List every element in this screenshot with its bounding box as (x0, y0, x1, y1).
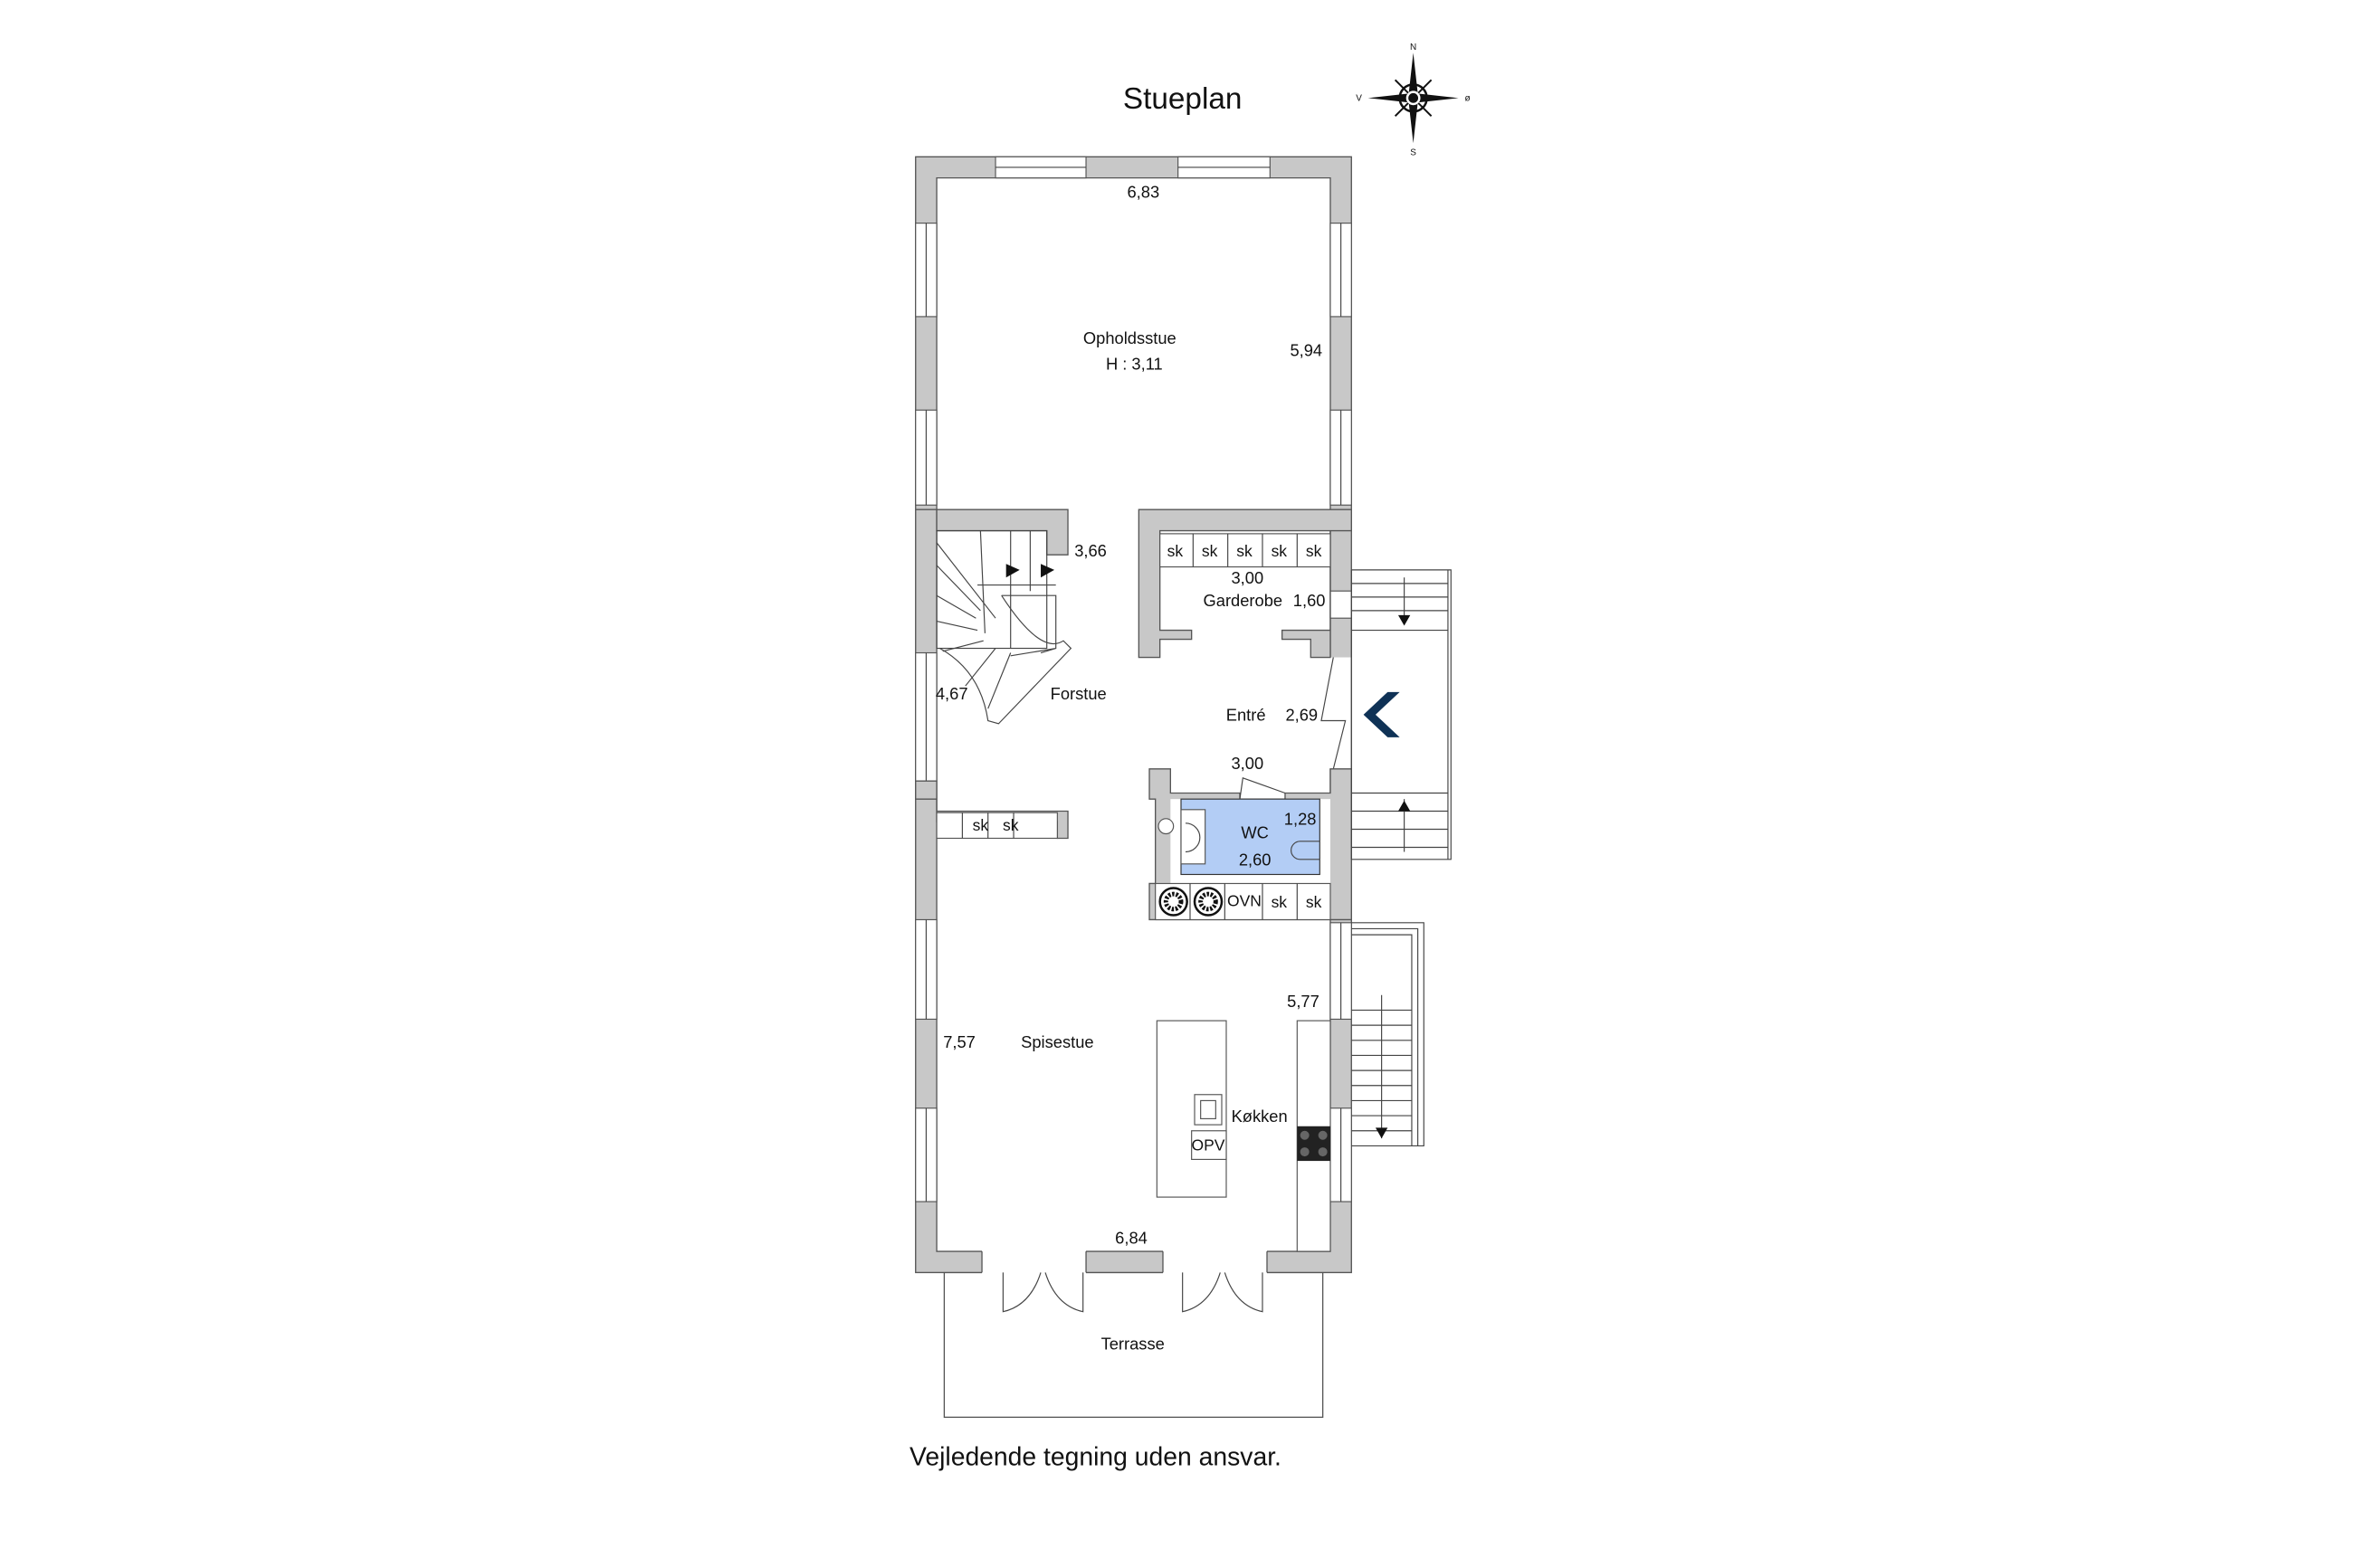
kitchen-counter (1296, 1020, 1331, 1252)
svg-text:Spisestue: Spisestue (1021, 1032, 1093, 1051)
entrance-arrow-icon (1363, 691, 1400, 737)
entrance-stairs (1350, 569, 1452, 860)
compass-v: V (1356, 94, 1362, 104)
plan-title: Stueplan (1123, 82, 1243, 116)
svg-text:3,66: 3,66 (1074, 541, 1107, 560)
ophold-height: H : 3,11 (1106, 354, 1163, 373)
wc-room (1157, 777, 1330, 884)
forstue-cabinets: sk sk (936, 812, 1058, 840)
ophold-name: Opholdsstue (1083, 328, 1176, 347)
terrace-doors[interactable] (981, 1250, 1268, 1313)
svg-text:Entré: Entré (1226, 706, 1266, 725)
svg-text:OPV: OPV (1192, 1136, 1225, 1154)
room-labels: 6,83 Opholdsstue H : 3,11 5,94 3,66 4,67… (936, 182, 1326, 1353)
compass-rose-icon: N S V ø (1356, 43, 1470, 158)
disclaimer: Vejledende tegning uden ansvar. (910, 1443, 1281, 1472)
svg-text:sk: sk (1306, 542, 1322, 560)
kitchen-counter-row: OVN sk sk (1155, 882, 1331, 921)
compass-o: ø (1465, 94, 1471, 104)
svg-text:4,67: 4,67 (936, 684, 968, 703)
fan-icon (1193, 887, 1224, 917)
svg-text:sk: sk (973, 816, 989, 834)
svg-text:5,77: 5,77 (1287, 992, 1319, 1011)
svg-text:sk: sk (1003, 816, 1019, 834)
garderobe-cabinets: sk sk sk sk sk (1159, 533, 1331, 568)
compass-s: S (1410, 148, 1416, 158)
svg-text:7,57: 7,57 (943, 1032, 976, 1051)
windows (915, 156, 1352, 1202)
svg-text:6,84: 6,84 (1115, 1229, 1148, 1248)
svg-text:Garderobe: Garderobe (1204, 591, 1283, 610)
svg-text:1,60: 1,60 (1293, 591, 1326, 610)
svg-text:3,00: 3,00 (1231, 568, 1263, 587)
svg-text:OVN: OVN (1227, 891, 1262, 909)
ophold-width: 6,83 (1128, 182, 1160, 201)
svg-text:sk: sk (1236, 542, 1253, 560)
svg-text:Køkken: Køkken (1232, 1107, 1288, 1126)
svg-text:sk: sk (1202, 542, 1218, 560)
svg-text:sk: sk (1272, 893, 1288, 911)
svg-text:sk: sk (1272, 542, 1288, 560)
svg-text:2,69: 2,69 (1285, 706, 1318, 725)
svg-text:WC: WC (1241, 822, 1269, 841)
svg-text:sk: sk (1306, 893, 1322, 911)
svg-text:2,60: 2,60 (1239, 850, 1272, 869)
compass-n: N (1410, 43, 1416, 52)
svg-text:3,00: 3,00 (1231, 754, 1263, 773)
svg-text:sk: sk (1167, 542, 1184, 560)
side-stairs (1351, 922, 1424, 1147)
svg-text:Terrasse: Terrasse (1101, 1334, 1165, 1353)
internal-staircase (936, 529, 1072, 725)
fan-icon (1158, 887, 1188, 917)
ophold-depth: 5,94 (1290, 340, 1322, 359)
svg-text:1,28: 1,28 (1284, 809, 1317, 828)
kitchen-island: OPV (1156, 1020, 1227, 1198)
svg-text:Forstue: Forstue (1051, 684, 1107, 703)
